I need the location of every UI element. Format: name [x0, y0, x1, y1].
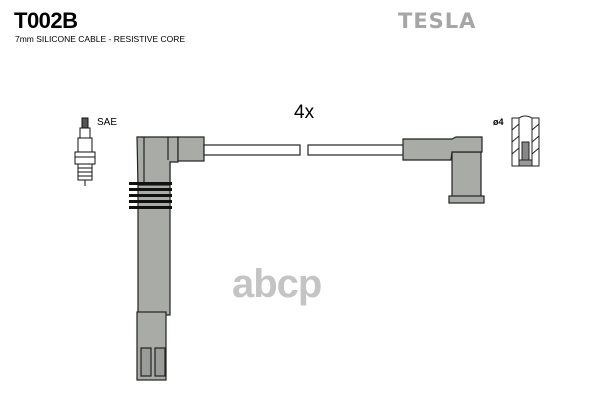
terminal-icon [511, 115, 540, 167]
quantity-label: 4x [294, 102, 315, 123]
spark-plug-boot [129, 136, 205, 381]
terminal-diameter-label: ø4 [493, 117, 504, 127]
watermark: abcp [232, 262, 322, 306]
brand-logo: TESLA [398, 9, 477, 33]
plug-type-label: SAE [97, 117, 118, 128]
product-description: 7mm SILICONE CABLE - RESISTIVE CORE [15, 34, 186, 44]
product-code: T002B [14, 8, 78, 33]
cable [203, 144, 405, 156]
coil-boot [402, 136, 485, 204]
spark-plug-icon [74, 117, 96, 186]
